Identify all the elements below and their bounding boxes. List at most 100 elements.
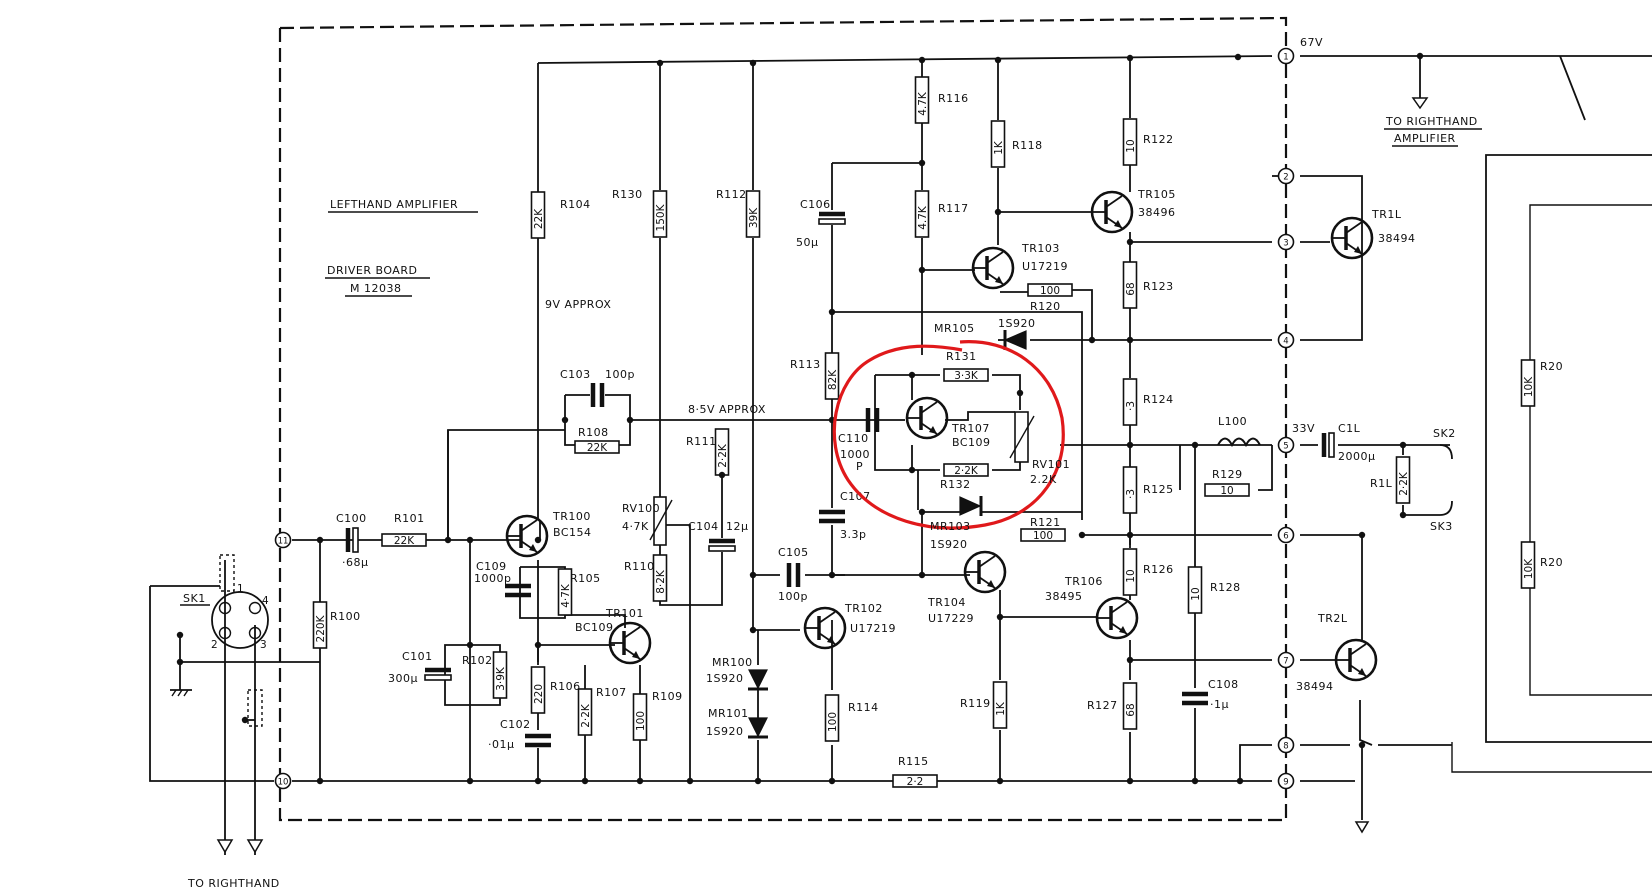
rv101 <box>1009 411 1035 463</box>
junction-dot <box>918 159 926 167</box>
inductor-L100 <box>1217 437 1261 448</box>
tr104-ref: TR104 <box>927 596 966 609</box>
diode-MR100 <box>748 669 768 691</box>
junction-dot <box>1126 777 1134 785</box>
tr1l-ref: TR1L <box>1371 208 1402 221</box>
resistor-ref: R128 <box>1210 581 1241 594</box>
resistor-ref: R127 <box>1087 699 1118 712</box>
edge-pin-7: 7 <box>1277 651 1295 669</box>
capacitor-ref: C104 <box>688 520 719 533</box>
resistor-value: 2·2K <box>717 443 729 468</box>
edge-pin-5: 5 <box>1277 436 1295 454</box>
resistor-value: ·3 <box>1125 489 1137 499</box>
junction-dot <box>1236 777 1244 785</box>
mr100-type: 1S920 <box>706 672 743 685</box>
to-righthand-amp: AMPLIFIER <box>1394 132 1456 145</box>
resistor-ref: R1L <box>1370 477 1393 490</box>
resistor-value: 2·2 <box>907 776 924 788</box>
diode-MR105 <box>1003 330 1027 350</box>
rv100-val: 4·7K <box>622 520 649 533</box>
resistor-r125: ·3 R125 <box>1122 466 1174 514</box>
transistor-tr104 <box>963 550 1007 594</box>
resistor-value: 3·9K <box>495 666 507 691</box>
resistor-value: 1K <box>993 140 1005 155</box>
junction-dot <box>1399 441 1407 449</box>
resistor-ref: R132 <box>940 478 971 491</box>
junction-dot <box>1399 511 1407 519</box>
resistor-value: 10K <box>1523 376 1535 397</box>
capacitor-c100: C100·68μ <box>336 512 368 569</box>
red-highlight-circle <box>832 340 1065 530</box>
board-part-no: M 12038 <box>350 282 401 295</box>
junction-dot <box>636 777 644 785</box>
resistor-value: 22K <box>533 208 545 229</box>
sk1-pin1: 1 <box>237 583 244 595</box>
resistor-ref: R100 <box>330 610 361 623</box>
tr2l-type: 38494 <box>1296 680 1334 693</box>
mr101-type: 1S920 <box>706 725 743 738</box>
junction-dot <box>1234 53 1242 61</box>
edge-pin-number: 11 <box>278 537 289 547</box>
resistor-ref: R123 <box>1143 280 1174 293</box>
transistor-tr103 <box>971 246 1015 290</box>
junction-dot <box>581 777 589 785</box>
resistor-value: 10K <box>1523 558 1535 579</box>
mr100-ref: MR100 <box>712 656 753 669</box>
junction-dot <box>466 536 474 544</box>
junction-dot <box>1126 238 1134 246</box>
capacitor-ref: C110 <box>838 432 869 445</box>
edge-pin-number: 7 <box>1283 657 1288 667</box>
tr105-ref: TR105 <box>1137 188 1176 201</box>
mr105-ref: MR105 <box>934 322 975 335</box>
resistor-ref: R122 <box>1143 133 1174 146</box>
resistor-value: 10 <box>1220 485 1233 497</box>
edge-pin-6: 6 <box>1277 526 1295 544</box>
resistor-value: 10 <box>1125 139 1137 152</box>
rv100-ref: RV100 <box>622 502 660 515</box>
transistor-tr100 <box>505 514 549 558</box>
edge-pin-number: 4 <box>1283 337 1288 347</box>
resistor-ref: R125 <box>1143 483 1174 496</box>
resistor-value: 68 <box>1125 703 1137 716</box>
tr107-type: BC109 <box>952 436 991 449</box>
resistor-ref: R113 <box>790 358 821 371</box>
edge-pin-number: 3 <box>1283 239 1288 249</box>
edge-pin-3: 3 <box>1277 233 1295 251</box>
junction-dot <box>1191 777 1199 785</box>
tr100-ref: TR100 <box>552 510 591 523</box>
edge-pin-number: 6 <box>1283 532 1288 542</box>
junction-dot <box>828 777 836 785</box>
junction-dot <box>1126 656 1134 664</box>
junction-dot <box>918 56 926 64</box>
transistor-tr101 <box>608 621 652 665</box>
tr107-ref: TR107 <box>951 422 990 435</box>
tr104-type: U17229 <box>928 612 974 625</box>
to-righthand-bottom: TO RIGHTHAND <box>187 877 280 887</box>
resistor-value: 39K <box>748 207 760 228</box>
resistor-ref: R110 <box>624 560 655 573</box>
resistor-ref: R112 <box>716 188 747 201</box>
labels: LEFTHAND AMPLIFIER DRIVER BOARD M 12038 … <box>180 36 1482 887</box>
resistor-value: 10 <box>1190 587 1202 600</box>
junction-dot <box>534 641 542 649</box>
resistor-value: 2·2K <box>1398 471 1410 496</box>
sk1-pin2: 2 <box>211 639 218 651</box>
junction-dot <box>828 308 836 316</box>
junction-dot <box>241 716 249 724</box>
l100-label: L100 <box>1218 415 1247 428</box>
junction-dot <box>656 59 664 67</box>
diode-MR101 <box>748 717 768 739</box>
junction-dot <box>176 658 184 666</box>
sk1-pin3: 3 <box>260 639 267 651</box>
